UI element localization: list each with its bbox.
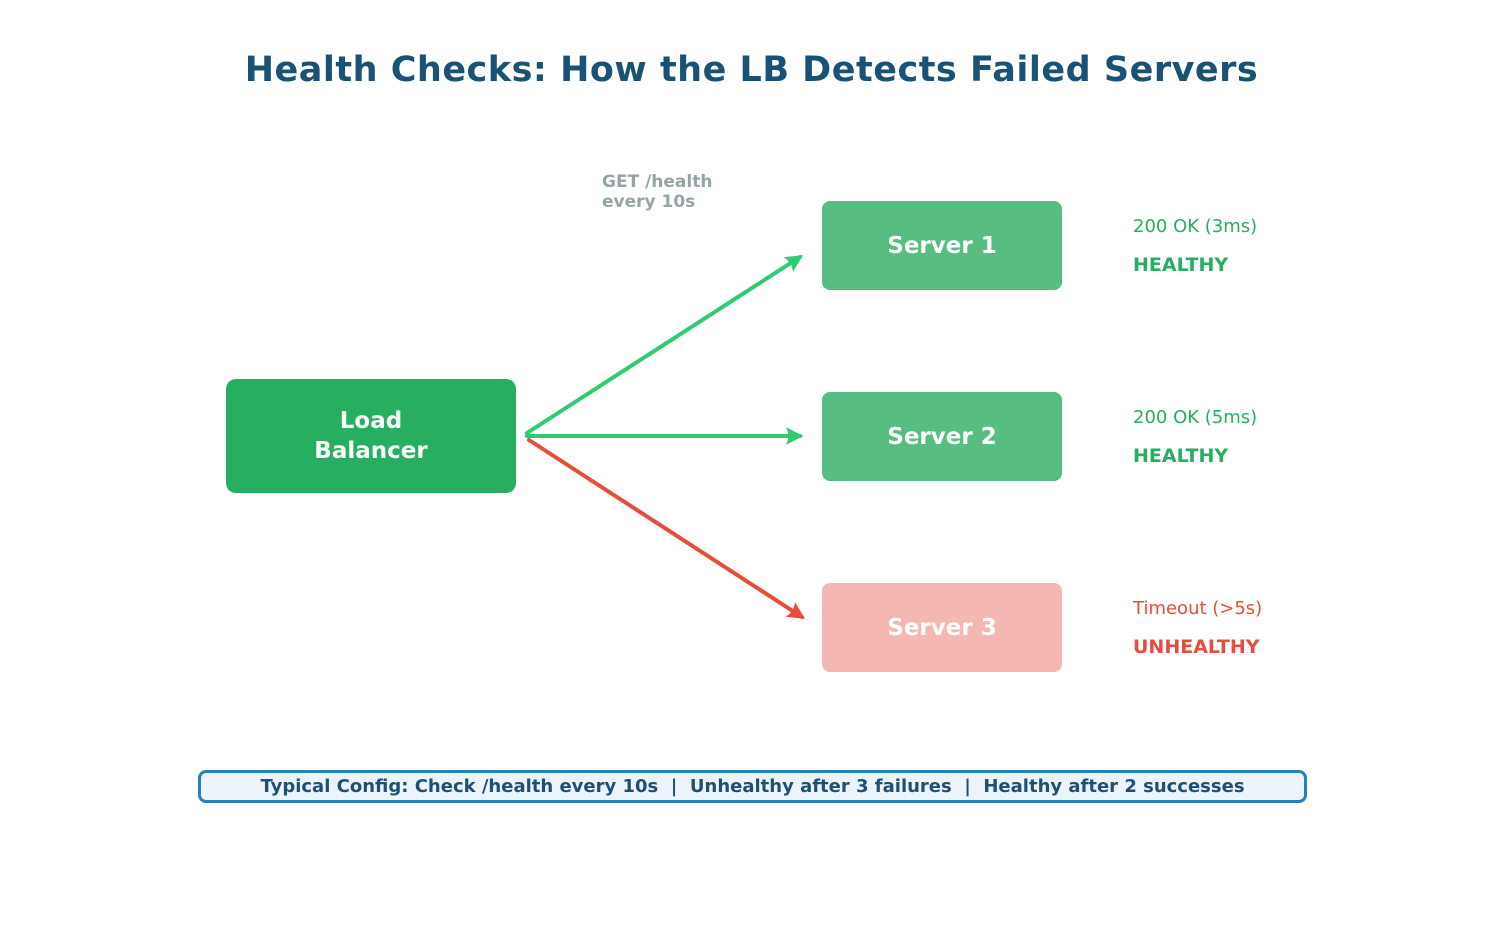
server2-response: 200 OK (5ms) bbox=[1133, 407, 1258, 428]
server2-node: Server 2 bbox=[822, 392, 1062, 481]
config-bar: Typical Config: Check /health every 10s … bbox=[198, 770, 1307, 803]
server2-verdict: HEALTHY bbox=[1133, 445, 1229, 467]
load-balancer-label-line1: Load bbox=[339, 408, 403, 434]
server3-label: Server 3 bbox=[887, 614, 997, 641]
server3-verdict: UNHEALTHY bbox=[1133, 636, 1260, 658]
server1-label: Server 1 bbox=[887, 232, 997, 259]
arrow-lb-to-server3 bbox=[527, 438, 805, 619]
server1-verdict: HEALTHY bbox=[1133, 254, 1229, 276]
health-check-request-line1: GET /health bbox=[602, 172, 713, 192]
load-balancer-label-line2: Balancer bbox=[314, 438, 428, 464]
server3-status-block: Timeout (>5s) UNHEALTHY bbox=[1133, 598, 1433, 658]
server2-status-block: 200 OK (5ms) HEALTHY bbox=[1133, 407, 1433, 467]
server3-response: Timeout (>5s) bbox=[1133, 598, 1263, 619]
server2-label: Server 2 bbox=[887, 423, 997, 450]
config-bar-text: Typical Config: Check /health every 10s … bbox=[260, 776, 1245, 797]
server1-node: Server 1 bbox=[822, 201, 1062, 290]
server3-node: Server 3 bbox=[822, 583, 1062, 672]
health-check-request-line2: every 10s bbox=[602, 192, 696, 212]
arrow-lb-to-server1 bbox=[525, 255, 803, 435]
health-check-request-label: GET /health every 10s bbox=[602, 172, 712, 212]
diagram-title: Health Checks: How the LB Detects Failed… bbox=[244, 50, 1259, 90]
server1-status-block: 200 OK (3ms) HEALTHY bbox=[1133, 216, 1433, 276]
server1-response: 200 OK (3ms) bbox=[1133, 216, 1258, 237]
load-balancer-node: Load Balancer bbox=[226, 379, 516, 493]
